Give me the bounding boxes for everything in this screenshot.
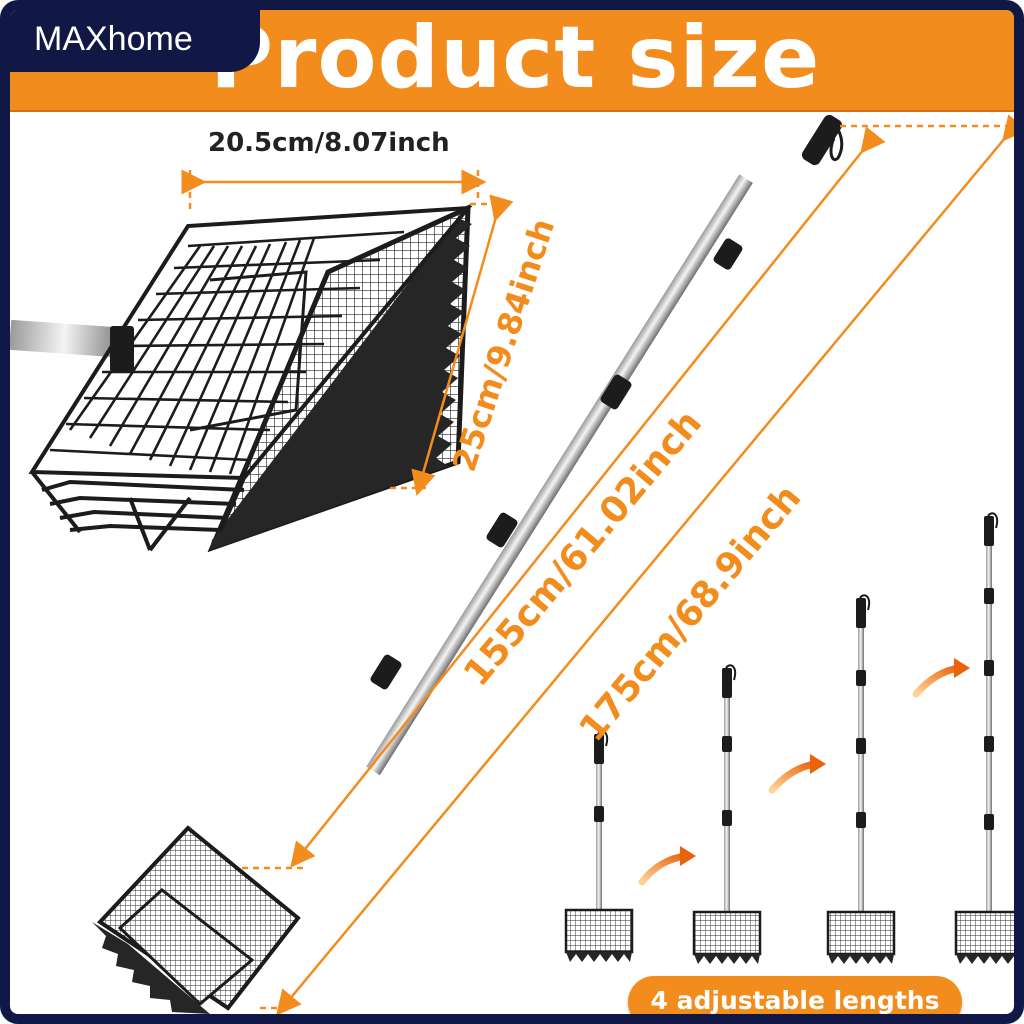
rake-tool-icon [692,664,762,964]
basket-closeup [10,204,473,553]
length-variants [564,512,1014,964]
rake-tool-icon [954,512,1014,964]
length-dimension-guides [242,114,1014,1014]
brand-logo: MAXhome [34,20,193,58]
orange-arrow-icon [768,754,826,794]
page-title: Product size [210,8,821,108]
orange-arrow-icon [912,658,970,698]
product-illustration [10,114,1014,1014]
brand-tag [10,10,260,72]
rake-tool-icon [826,594,896,964]
adjustable-lengths-badge: 4 adjustable lengths [628,976,962,1015]
rake-tool-icon [564,730,634,962]
basket-width-label: 20.5cm/8.07inch [208,128,450,158]
adjustable-lengths-label: 4 adjustable lengths [650,986,940,1015]
orange-arrow-icon [638,846,696,886]
